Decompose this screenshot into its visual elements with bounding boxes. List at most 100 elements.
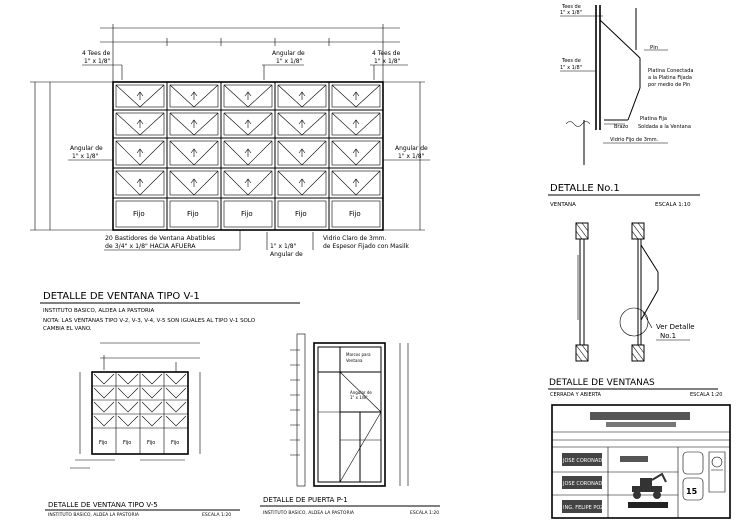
arrow-icon bbox=[352, 148, 360, 157]
note-angular-bottom-2: Angular de bbox=[270, 251, 303, 258]
detalle-no1-title: DETALLE No.1 bbox=[550, 183, 620, 194]
v5-opening-mark bbox=[117, 373, 139, 385]
opening-direction-mark bbox=[115, 170, 165, 196]
callout-angular-left-1: Angular de bbox=[70, 145, 103, 152]
ver-detalle-2: No.1 bbox=[660, 332, 676, 340]
v1-detail-header: DETALLE DE VENTANA TIPO V-1 INSTITUTO BA… bbox=[40, 291, 300, 332]
platina-conectada-1: Platina Conectada bbox=[648, 68, 693, 74]
door-callout-2: Ventana bbox=[346, 358, 363, 363]
detalle-ventanas-title: DETALLE DE VENTANAS bbox=[549, 378, 655, 388]
p1-institute: INSTITUTO BASICO, ALDEA LA PASTORIA bbox=[263, 510, 355, 516]
door-callout-1: Marcos para bbox=[346, 352, 371, 357]
v5-fixed-label: Fijo bbox=[99, 440, 107, 446]
arrow-icon bbox=[190, 119, 198, 128]
opening-direction-mark bbox=[277, 84, 327, 108]
v5-opening-mark bbox=[165, 415, 187, 427]
arrow-icon bbox=[190, 178, 198, 187]
note-vidrio-2: de Espesor Fijado con Masilk bbox=[323, 243, 409, 250]
callout-tees-right-2: 1" x 1/8" bbox=[374, 58, 401, 65]
fixed-pane bbox=[115, 200, 165, 228]
opening-direction-mark bbox=[115, 112, 165, 136]
opening-direction-mark bbox=[169, 170, 219, 196]
vidrio-label: Vidrio Fijo de 3mm. bbox=[610, 137, 659, 143]
v5-scale: ESCALA 1:20 bbox=[202, 512, 231, 518]
opening-direction-mark bbox=[331, 84, 381, 108]
p1-title: DETALLE DE PUERTA P-1 bbox=[263, 496, 348, 504]
detalle-ventanas-scale: ESCALA 1:20 bbox=[690, 392, 722, 398]
main-window-elevation: 4 Tees de 1" x 1/8" Angular de 1" x 1/8"… bbox=[30, 24, 430, 258]
ver-detalle-1: Ver Detalle bbox=[656, 323, 695, 331]
arrow-icon bbox=[136, 119, 144, 128]
fixed-label: Fijo bbox=[133, 210, 145, 218]
tb-name-1: JOSE CORONADO bbox=[562, 458, 606, 464]
v5-opening-mark bbox=[117, 415, 139, 427]
v1-note2: CAMBIA EL VANO. bbox=[43, 326, 92, 332]
note-angular-bottom-1: 1" x 1/8" bbox=[270, 243, 297, 250]
platina-fija-1: Platina Fija bbox=[640, 116, 667, 122]
pin-label: Pin bbox=[650, 45, 659, 51]
opening-direction-mark bbox=[223, 170, 273, 196]
callout-tees-right-1: 4 Tees de bbox=[372, 50, 401, 57]
fixed-label: Fijo bbox=[187, 210, 199, 218]
opening-direction-mark bbox=[169, 84, 219, 108]
ventana-scale: ESCALA 1:10 bbox=[655, 202, 691, 208]
tb-sheet-no: 15 bbox=[686, 487, 698, 496]
v5-fixed-label: Fijo bbox=[123, 440, 131, 446]
v5-opening-mark bbox=[141, 415, 163, 427]
tb-name-2: JOSE CORONADO bbox=[562, 481, 606, 487]
v5-opening-mark bbox=[117, 387, 139, 399]
tees-top-1: Tees de bbox=[561, 4, 581, 10]
callout-angular-top-2: 1" x 1/8" bbox=[276, 58, 303, 65]
title-block: JOSE CORONADO JOSE CORONADO ING. FELIPE … bbox=[551, 404, 731, 519]
tees-mid-1: Tees de bbox=[561, 58, 581, 64]
v5-opening-mark bbox=[117, 401, 139, 413]
opening-direction-mark bbox=[223, 112, 273, 136]
arrow-icon bbox=[298, 148, 306, 157]
door-callout2-2: 1" x 1/8" bbox=[350, 395, 368, 400]
opening-direction-mark bbox=[331, 112, 381, 136]
opening-direction-mark bbox=[169, 112, 219, 136]
callout-angular-left-2: 1" x 1/8" bbox=[72, 153, 99, 160]
callout-angular-top-1: Angular de bbox=[272, 50, 305, 57]
v5-title: DETALLE DE VENTANA TIPO V-5 bbox=[48, 501, 158, 509]
v5-opening-mark bbox=[93, 415, 115, 427]
opening-direction-mark bbox=[277, 140, 327, 166]
callout-tees-left-2: 1" x 1/8" bbox=[84, 58, 111, 65]
v5-opening-mark bbox=[93, 401, 115, 413]
v1-institute: INSTITUTO BASICO, ALDEA LA PASTORIA bbox=[43, 308, 154, 314]
fixed-pane bbox=[277, 200, 327, 228]
ventanas-detail: VENTANA ESCALA 1:10 Ver Detalle No.1 DET… bbox=[548, 202, 722, 398]
v5-opening-mark bbox=[165, 401, 187, 413]
v5-fixed-label: Fijo bbox=[147, 440, 155, 446]
callout-angular-right-2: 1" x 1/8" bbox=[398, 153, 425, 160]
v5-opening-mark bbox=[141, 373, 163, 385]
arrow-icon bbox=[244, 178, 252, 187]
fixed-label: Fijo bbox=[349, 210, 361, 218]
callout-tees-left-1: 4 Tees de bbox=[82, 50, 111, 57]
arrow-icon bbox=[352, 91, 360, 100]
arrow-icon bbox=[190, 91, 198, 100]
note-vidrio-1: Vidrio Claro de 3mm. bbox=[323, 235, 387, 242]
brazo-label: Brazo bbox=[614, 124, 628, 130]
arrow-icon bbox=[244, 148, 252, 157]
detalle-ventanas-subtitle: CERRADA Y ABIERTA bbox=[550, 392, 601, 398]
arrow-icon bbox=[298, 119, 306, 128]
fixed-pane bbox=[223, 200, 273, 228]
tb-name-3: ING. FELIPE POZ bbox=[563, 505, 604, 511]
excavator-logo-icon bbox=[620, 456, 668, 508]
callout-angular-right-1: Angular de bbox=[395, 145, 428, 152]
fixed-pane bbox=[331, 200, 381, 228]
v5-opening-mark bbox=[93, 373, 115, 385]
v1-title: DETALLE DE VENTANA TIPO V-1 bbox=[43, 291, 200, 302]
door-callout2-1: Angular de bbox=[350, 390, 372, 395]
tees-top-2: 1" x 1/8" bbox=[560, 10, 582, 16]
platina-fija-2: Soldada a la Ventana bbox=[638, 124, 691, 130]
arrow-icon bbox=[244, 91, 252, 100]
opening-direction-mark bbox=[115, 140, 165, 166]
fixed-label: Fijo bbox=[295, 210, 307, 218]
arrow-icon bbox=[298, 178, 306, 187]
note-bastidores-1: 20 Bastidores de Ventana Abatibles bbox=[105, 235, 215, 242]
opening-direction-mark bbox=[223, 140, 273, 166]
